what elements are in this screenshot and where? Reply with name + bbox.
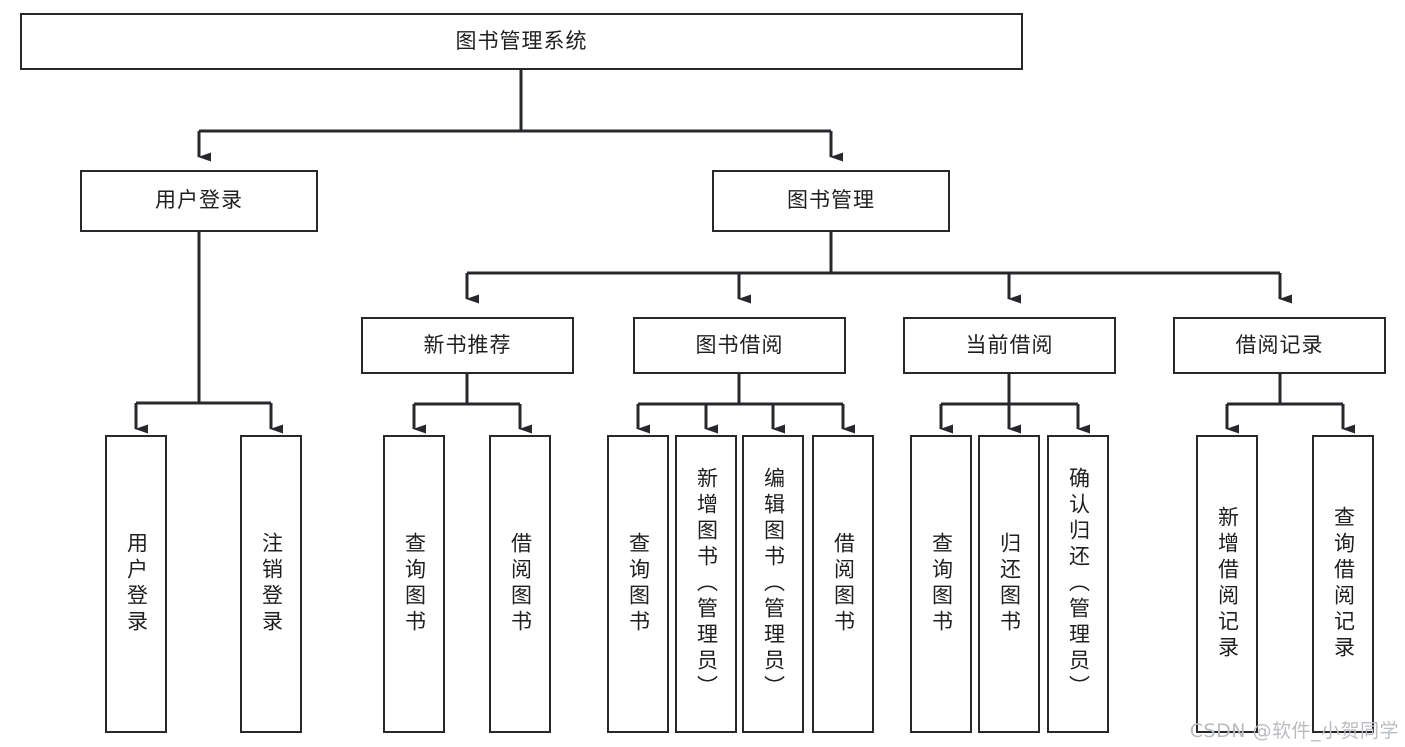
node-label: 编辑图书（管理员）	[761, 467, 786, 701]
leaf-user-logout[interactable]: 注销登录	[240, 435, 302, 733]
node-label: 新书推荐	[423, 332, 512, 357]
node-label: 新增图书（管理员）	[694, 467, 719, 701]
leaf-return-book[interactable]: 归还图书	[978, 435, 1040, 733]
node-label: 用户登录	[124, 532, 149, 636]
leaf-borrow-book-new-rec[interactable]: 借阅图书	[489, 435, 551, 733]
leaf-query-book-borrow[interactable]: 查询图书	[607, 435, 669, 733]
leaf-query-book-current[interactable]: 查询图书	[910, 435, 972, 733]
csdn-watermark: CSDN @软件_小贺同学	[1189, 720, 1399, 742]
node-label: 新增借阅记录	[1215, 506, 1240, 662]
node-book-management[interactable]: 图书管理	[712, 170, 950, 232]
node-label: 图书管理	[787, 188, 875, 213]
node-label: 查询图书	[626, 532, 651, 636]
node-label: 图书管理系统	[455, 28, 588, 53]
node-label: 查询图书	[929, 532, 954, 636]
node-label: 确认归还（管理员）	[1066, 467, 1091, 701]
leaf-add-borrow-record[interactable]: 新增借阅记录	[1196, 435, 1258, 733]
node-label: 归还图书	[997, 532, 1022, 636]
leaf-confirm-return-admin[interactable]: 确认归还（管理员）	[1047, 435, 1109, 733]
node-label: 注销登录	[259, 532, 284, 636]
node-label: 借阅图书	[831, 532, 856, 636]
node-book-borrow[interactable]: 图书借阅	[633, 317, 846, 374]
node-label: 查询图书	[402, 532, 427, 636]
node-borrow-record[interactable]: 借阅记录	[1173, 317, 1386, 374]
node-label: 当前借阅	[965, 332, 1054, 357]
leaf-query-book-new-rec[interactable]: 查询图书	[383, 435, 445, 733]
leaf-add-book-admin[interactable]: 新增图书（管理员）	[675, 435, 737, 733]
node-label: 用户登录	[155, 188, 243, 213]
leaf-edit-book-admin[interactable]: 编辑图书（管理员）	[742, 435, 804, 733]
node-new-book-recommendation[interactable]: 新书推荐	[361, 317, 574, 374]
node-user-login[interactable]: 用户登录	[80, 170, 318, 232]
node-label: 借阅记录	[1235, 332, 1324, 357]
node-label: 查询借阅记录	[1331, 506, 1356, 662]
node-root-book-management-system[interactable]: 图书管理系统	[20, 13, 1023, 70]
leaf-user-login[interactable]: 用户登录	[105, 435, 167, 733]
leaf-borrow-book[interactable]: 借阅图书	[812, 435, 874, 733]
leaf-query-borrow-record[interactable]: 查询借阅记录	[1312, 435, 1374, 733]
node-label: 借阅图书	[508, 532, 533, 636]
node-label: 图书借阅	[695, 332, 784, 357]
node-current-borrow[interactable]: 当前借阅	[903, 317, 1116, 374]
